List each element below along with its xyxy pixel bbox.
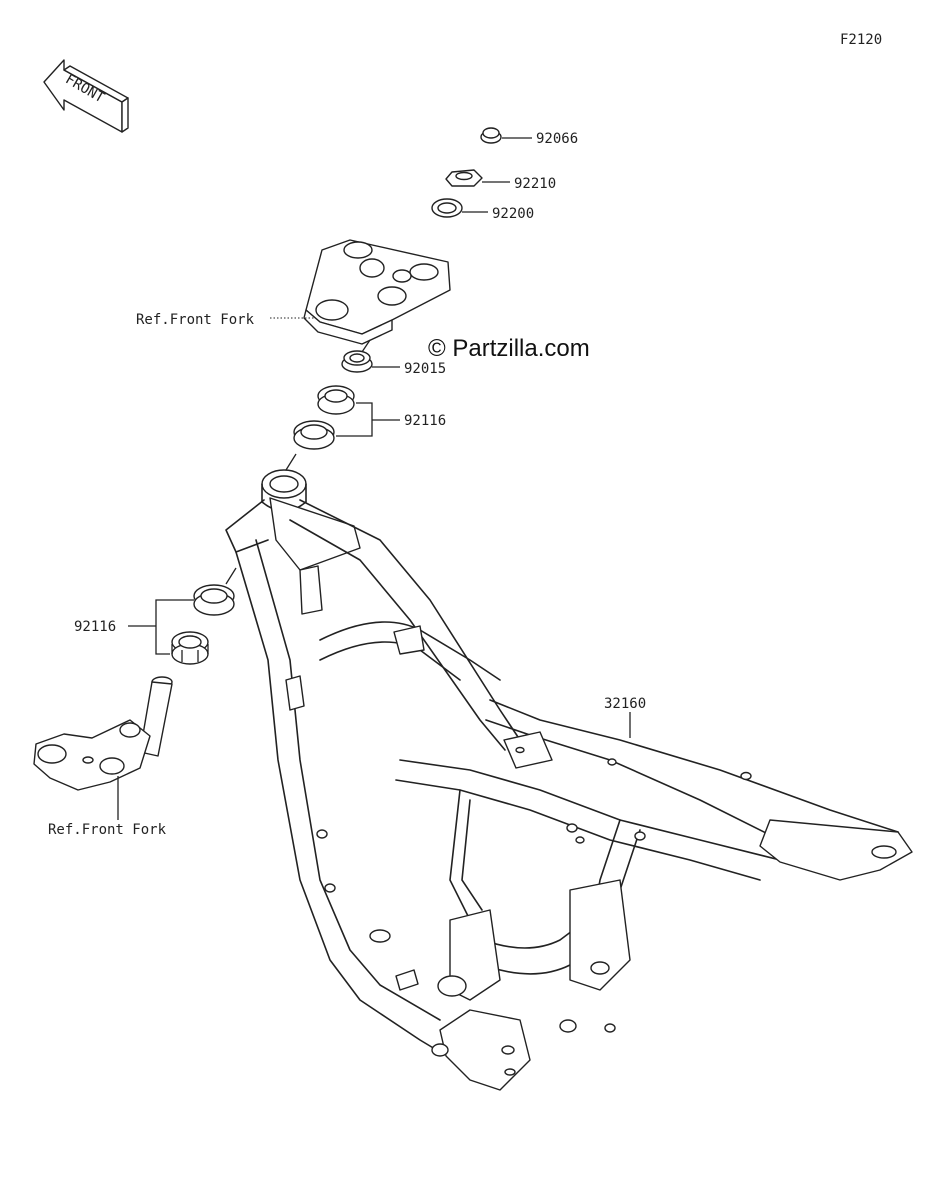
callout-92066: 92066 [536, 131, 578, 147]
lower-bearing-part [171, 631, 209, 665]
upper-race-part [293, 420, 335, 450]
steering-stem-part [33, 676, 173, 791]
upper-triple-clamp [303, 239, 451, 345]
front-arrow-icon: FRONT [43, 59, 129, 133]
callout-ref-front-fork-bottom: Ref.Front Fork [48, 822, 167, 838]
callout-92210: 92210 [514, 176, 556, 192]
watermark: © Partzilla.com [428, 335, 590, 362]
cap-nut-part [480, 127, 502, 144]
callout-92015: 92015 [404, 361, 446, 377]
stem-nut-part [445, 169, 483, 187]
steering-stem-nut-part [341, 350, 373, 373]
main-frame-part [225, 469, 913, 1091]
callout-92116-lower: 92116 [74, 619, 116, 635]
washer-part [431, 198, 463, 218]
callout-32160: 32160 [604, 696, 646, 712]
figure-code: F2120 [840, 32, 882, 48]
callout-92200: 92200 [492, 206, 534, 222]
upper-bearing-part [317, 385, 355, 415]
callout-92116-upper: 92116 [404, 413, 446, 429]
lower-race-part [193, 584, 235, 616]
callout-ref-front-fork-top: Ref.Front Fork [136, 312, 255, 328]
